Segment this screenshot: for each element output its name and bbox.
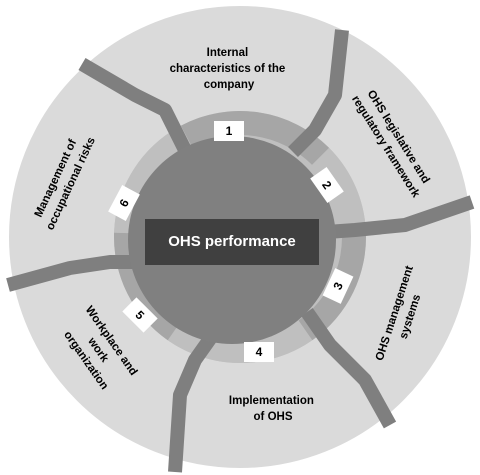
divider-3-4 xyxy=(301,307,397,429)
sector-label-1: Internal characteristics of the company xyxy=(170,47,289,91)
number-box-1-bg xyxy=(214,121,244,141)
number-box-4-bg xyxy=(244,342,274,362)
sector-label-4-line-2: of OHS xyxy=(254,411,293,423)
sector-label-1-line-2: characteristics of the xyxy=(170,63,286,75)
divider-1-2 xyxy=(288,29,349,157)
number-box-2: 2 xyxy=(310,166,344,204)
sector-label-1-text: Internal characteristics of the company xyxy=(170,47,289,91)
center-label: OHS performance xyxy=(168,233,296,250)
number-box-1: 1 xyxy=(214,121,244,141)
number-label-4: 4 xyxy=(256,345,263,359)
sector-label-4-text: Implementation of OHS xyxy=(229,395,317,423)
number-box-5: 5 xyxy=(122,297,158,333)
number-box-2-bg xyxy=(310,166,344,204)
sector-label-4-line-1: Implementation xyxy=(229,395,314,407)
sector-label-1-line-1: Internal xyxy=(207,47,249,59)
number-box-3: 3 xyxy=(322,268,354,304)
number-box-6-bg xyxy=(108,185,140,221)
center-label-box xyxy=(145,219,319,265)
number-box-4: 4 xyxy=(244,342,274,362)
divider-2-3 xyxy=(326,195,475,239)
number-label-1: 1 xyxy=(226,124,233,138)
sector-label-1-line-3: company xyxy=(204,79,255,91)
sector-dividers xyxy=(6,29,475,473)
number-box-3-bg xyxy=(322,268,354,304)
number-box-6: 6 xyxy=(108,185,140,221)
divider-6-1 xyxy=(78,57,192,154)
divider-4-5 xyxy=(168,331,218,473)
sector-label-4: Implementation of OHS xyxy=(229,395,317,423)
number-box-5-bg xyxy=(122,297,158,333)
divider-5-6 xyxy=(6,255,148,292)
